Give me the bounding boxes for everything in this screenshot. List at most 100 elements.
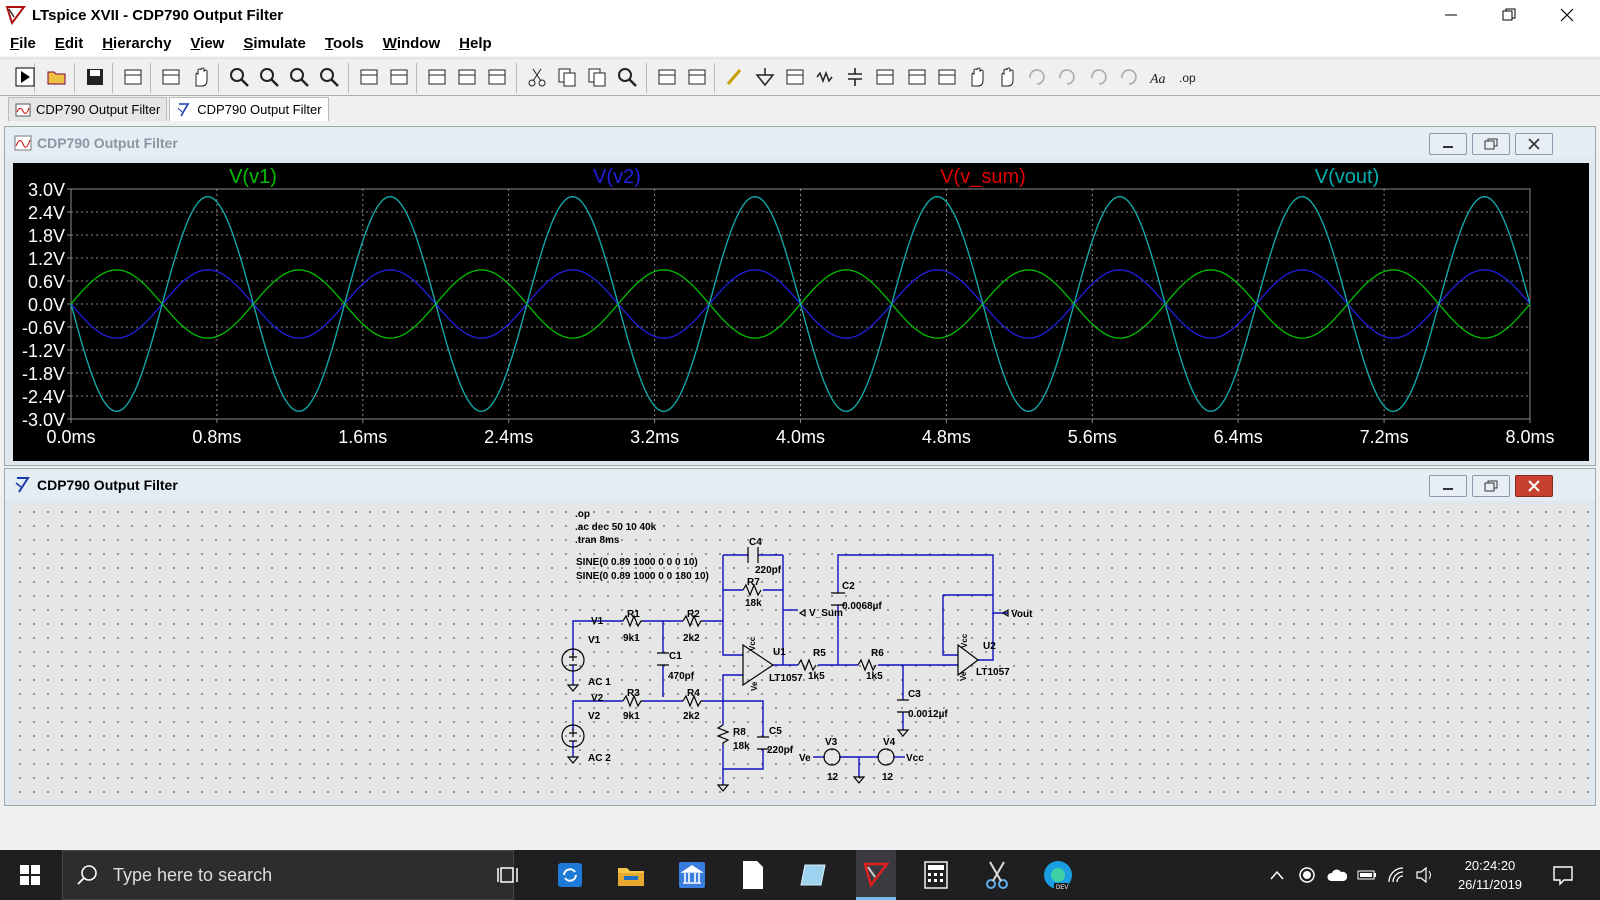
net-label-u2-ve[interactable]: Ve <box>959 671 968 681</box>
taskbar-calculator[interactable] <box>919 858 953 892</box>
component-button[interactable] <box>934 64 960 90</box>
taskbar-snipping-tool[interactable] <box>980 858 1014 892</box>
halt-button[interactable] <box>158 64 184 90</box>
menu-item-1[interactable]: Edit <box>55 35 83 52</box>
y-tick-label: -0.6V <box>22 318 65 338</box>
minimize-button[interactable] <box>1422 0 1480 30</box>
net-label-vsum[interactable]: V_Sum <box>809 608 843 619</box>
taskbar-app-sync[interactable] <box>553 858 587 892</box>
source-spec-v2[interactable]: SINE(0 0.89 1000 0 0 180 10) <box>576 571 709 582</box>
notification-center-button[interactable] <box>1550 862 1576 888</box>
task-view-button[interactable] <box>492 858 526 892</box>
cascade-button[interactable] <box>454 64 480 90</box>
resistor-button[interactable] <box>812 64 838 90</box>
save-button[interactable] <box>82 64 108 90</box>
directive-ac[interactable]: .ac dec 50 10 40k <box>575 522 657 533</box>
zoom-out-button[interactable] <box>286 64 312 90</box>
directive-op[interactable]: .op <box>575 509 590 520</box>
tile-vertical-button[interactable] <box>484 64 510 90</box>
schematic-canvas[interactable]: .op .ac dec 50 10 40k .tran 8ms SINE(0 0… <box>13 505 1589 799</box>
save-icon <box>87 69 103 85</box>
taskbar-clock[interactable]: 20:24:20 26/11/2019 <box>1440 856 1540 894</box>
calculator-icon <box>924 861 948 889</box>
move-button[interactable] <box>964 64 990 90</box>
paste-button[interactable] <box>584 64 610 90</box>
tile-horizontal-button[interactable] <box>424 64 450 90</box>
menu-bar: File Edit Hierarchy View Simulate Tools Window… <box>0 30 1600 56</box>
tab-schematic[interactable]: CDP790 Output Filter <box>169 97 329 121</box>
net-label-v2[interactable]: V2 <box>591 693 604 704</box>
pan-button[interactable] <box>188 64 214 90</box>
source-spec-v1[interactable]: SINE(0 0.89 1000 0 0 0 10) <box>576 557 698 568</box>
close-button[interactable] <box>1538 0 1596 30</box>
tray-record-button[interactable] <box>1296 864 1318 886</box>
tray-wifi[interactable] <box>1386 864 1408 886</box>
inductor-button[interactable] <box>872 64 898 90</box>
text-button[interactable]: Aa <box>1146 64 1172 90</box>
menu-item-0[interactable]: File <box>10 35 36 52</box>
tray-volume[interactable] <box>1414 864 1436 886</box>
menu-item-5[interactable]: Tools <box>325 35 364 52</box>
menu-item-4[interactable]: Simulate <box>243 35 306 52</box>
print-button[interactable] <box>684 64 710 90</box>
taskbar-app-document[interactable] <box>736 858 770 892</box>
control-panel-button[interactable] <box>120 64 146 90</box>
value-r7: 18k <box>745 598 762 609</box>
schematic-close-button[interactable] <box>1515 475 1553 497</box>
waveform-maximize-button[interactable] <box>1472 133 1510 155</box>
wire-button[interactable] <box>722 64 748 90</box>
directive-tran[interactable]: .tran 8ms <box>575 535 620 546</box>
net-label-u1-vcc[interactable]: Vcc <box>748 636 757 651</box>
taskbar-app-building[interactable] <box>675 858 709 892</box>
capacitor-button[interactable] <box>842 64 868 90</box>
zoom-in-button[interactable] <box>226 64 252 90</box>
menu-item-7[interactable]: Help <box>459 35 492 52</box>
ground-button[interactable] <box>752 64 778 90</box>
drag-button[interactable] <box>994 64 1020 90</box>
waveform-minimize-button[interactable] <box>1429 133 1467 155</box>
menu-item-3[interactable]: View <box>190 35 224 52</box>
tab-waveform[interactable]: CDP790 Output Filter <box>8 97 168 121</box>
taskbar-ltspice[interactable] <box>856 850 896 900</box>
tile-vertical-icon <box>488 69 506 85</box>
run-button[interactable] <box>12 64 38 90</box>
mirror-button[interactable] <box>1116 64 1142 90</box>
label-ac2: AC 2 <box>588 753 611 764</box>
tray-onedrive[interactable] <box>1326 864 1348 886</box>
print-setup-button[interactable] <box>654 64 680 90</box>
schematic-maximize-button[interactable] <box>1472 475 1510 497</box>
diode-button[interactable] <box>904 64 930 90</box>
rotate-button[interactable] <box>1086 64 1112 90</box>
tray-overflow-button[interactable] <box>1266 864 1288 886</box>
open-folder-button[interactable] <box>44 64 70 90</box>
waveform-close-button[interactable] <box>1515 133 1553 155</box>
taskbar-app-notes[interactable] <box>797 858 831 892</box>
net-label-vcc[interactable]: Vcc <box>906 753 924 764</box>
menu-item-6[interactable]: Window <box>383 35 440 52</box>
net-label-u2-vcc[interactable]: Vcc <box>960 633 969 648</box>
autorange-button[interactable] <box>356 64 382 90</box>
net-label-ve[interactable]: Ve <box>799 753 811 764</box>
zoom-area-button[interactable] <box>256 64 282 90</box>
spice-directive-button[interactable]: .op <box>1176 64 1202 90</box>
net-label-vout[interactable]: Vout <box>1011 609 1033 620</box>
redo-button[interactable] <box>1054 64 1080 90</box>
net-label-u1-ve[interactable]: Ve <box>750 681 759 691</box>
taskbar-edge-dev[interactable]: DEV <box>1041 858 1075 892</box>
schematic-minimize-button[interactable] <box>1429 475 1467 497</box>
zoom-cancel-button[interactable] <box>316 64 342 90</box>
fit-button[interactable] <box>386 64 412 90</box>
maximize-button[interactable] <box>1480 0 1538 30</box>
find-button[interactable] <box>614 64 640 90</box>
start-button[interactable] <box>0 850 60 900</box>
menu-item-2[interactable]: Hierarchy <box>102 35 171 52</box>
cut-button[interactable] <box>524 64 550 90</box>
net-label-v1[interactable]: V1 <box>591 616 604 627</box>
taskbar-search-box[interactable]: Type here to search <box>62 850 514 900</box>
label-net-button[interactable] <box>782 64 808 90</box>
tray-battery[interactable] <box>1356 864 1378 886</box>
taskbar-file-explorer[interactable] <box>614 858 648 892</box>
copy-button[interactable] <box>554 64 580 90</box>
undo-button[interactable] <box>1024 64 1050 90</box>
